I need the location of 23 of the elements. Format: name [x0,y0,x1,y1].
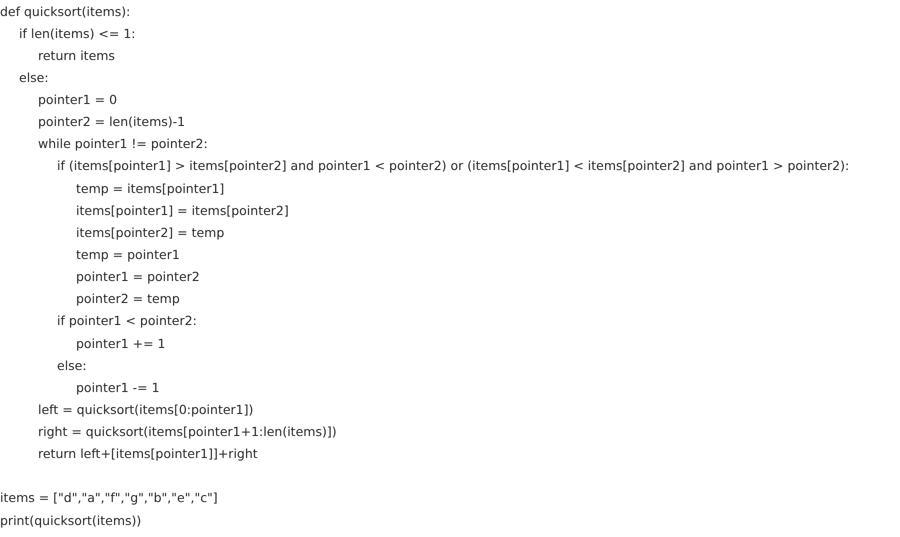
code-line: pointer1 = pointer2 [76,269,200,285]
code-line: return left+[items[pointer1]]+right [38,446,258,462]
code-line: pointer2 = temp [76,291,180,307]
code-line: else: [19,70,49,86]
code-line: else: [57,358,87,374]
code-line: def quicksort(items): [0,4,130,20]
code-line: items[pointer2] = temp [76,225,224,241]
code-line: pointer1 -= 1 [76,380,160,396]
code-line: items[pointer1] = items[pointer2] [76,203,289,219]
code-line: return items [38,48,115,64]
code-line: if pointer1 < pointer2: [57,313,197,329]
code-line: if (items[pointer1] > items[pointer2] and pointer1 < pointer2) or (items[pointer1] < items[pointer2] and pointer1 > pointer2): [57,158,850,174]
code-line: if len(items) <= 1: [19,26,136,42]
code-line: print(quicksort(items)) [0,513,142,529]
code-line: pointer1 = 0 [38,92,118,108]
code-line: right = quicksort(items[pointer1+1:len(items)]) [38,424,337,440]
code-line: pointer2 = len(items)-1 [38,114,186,130]
code-line: items = ["d","a","f","g","b","e","c"] [0,490,218,506]
code-line: left = quicksort(items[0:pointer1]) [38,402,254,418]
code-line: while pointer1 != pointer2: [38,136,208,152]
code-line: temp = items[pointer1] [76,181,224,197]
code-line: pointer1 += 1 [76,336,166,352]
code-line: temp = pointer1 [76,247,180,263]
